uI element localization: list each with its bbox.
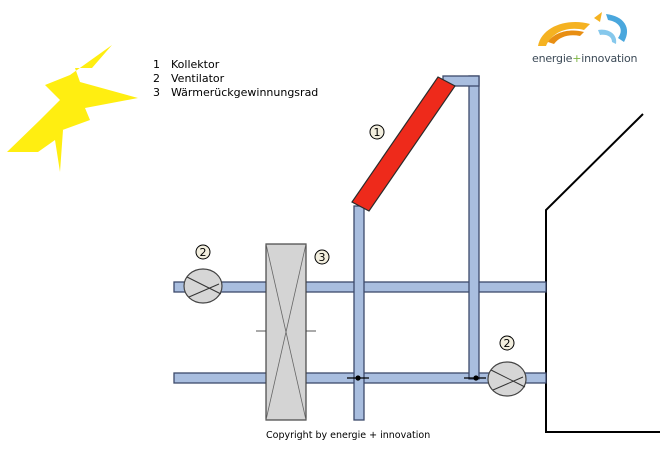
legend-label: Ventilator xyxy=(171,72,225,85)
copyright-text: Copyright by energie + innovation xyxy=(266,430,431,441)
building-outline xyxy=(545,113,660,433)
fan-left-icon xyxy=(183,268,223,304)
svg-text:3: 3 xyxy=(319,251,326,264)
legend-number: 3 xyxy=(153,86,160,99)
logo-swirl-icon xyxy=(538,12,628,46)
damper-left xyxy=(347,375,369,381)
heat-recovery-wheel xyxy=(256,243,316,421)
legend-item-collector: 1 Kollektor xyxy=(153,58,318,72)
legend: 1 Kollektor 2 Ventilator 3 Wärmerückgewi… xyxy=(153,58,318,100)
sun-icon xyxy=(7,45,138,172)
return-riser xyxy=(468,75,480,380)
legend-label: Kollektor xyxy=(171,58,220,71)
fan-right-icon xyxy=(487,361,527,397)
legend-item-fan: 2 Ventilator xyxy=(153,72,318,86)
legend-item-wheel: 3 Wärmerückgewinnungsrad xyxy=(153,86,318,100)
legend-number: 1 xyxy=(153,58,160,71)
logo: energie+innovation xyxy=(528,8,658,68)
marker-fan-right: 2 xyxy=(499,335,515,351)
logo-text-plus: + xyxy=(572,52,582,65)
logo-text-part2: innovation xyxy=(581,52,638,65)
svg-text:1: 1 xyxy=(374,126,381,139)
legend-label: Wärmerückgewinnungsrad xyxy=(171,86,319,99)
marker-collector: 1 xyxy=(369,124,385,140)
marker-fan-left: 2 xyxy=(195,244,211,260)
logo-text: energie+innovation xyxy=(532,52,638,65)
damper-right xyxy=(464,375,486,381)
svg-text:2: 2 xyxy=(200,246,207,259)
duct-system xyxy=(173,75,547,421)
logo-text-part1: energie xyxy=(532,52,573,65)
svg-text:2: 2 xyxy=(504,337,511,350)
collector xyxy=(351,76,456,212)
marker-wheel: 3 xyxy=(314,249,330,265)
collector-riser xyxy=(353,205,365,421)
legend-number: 2 xyxy=(153,72,160,85)
